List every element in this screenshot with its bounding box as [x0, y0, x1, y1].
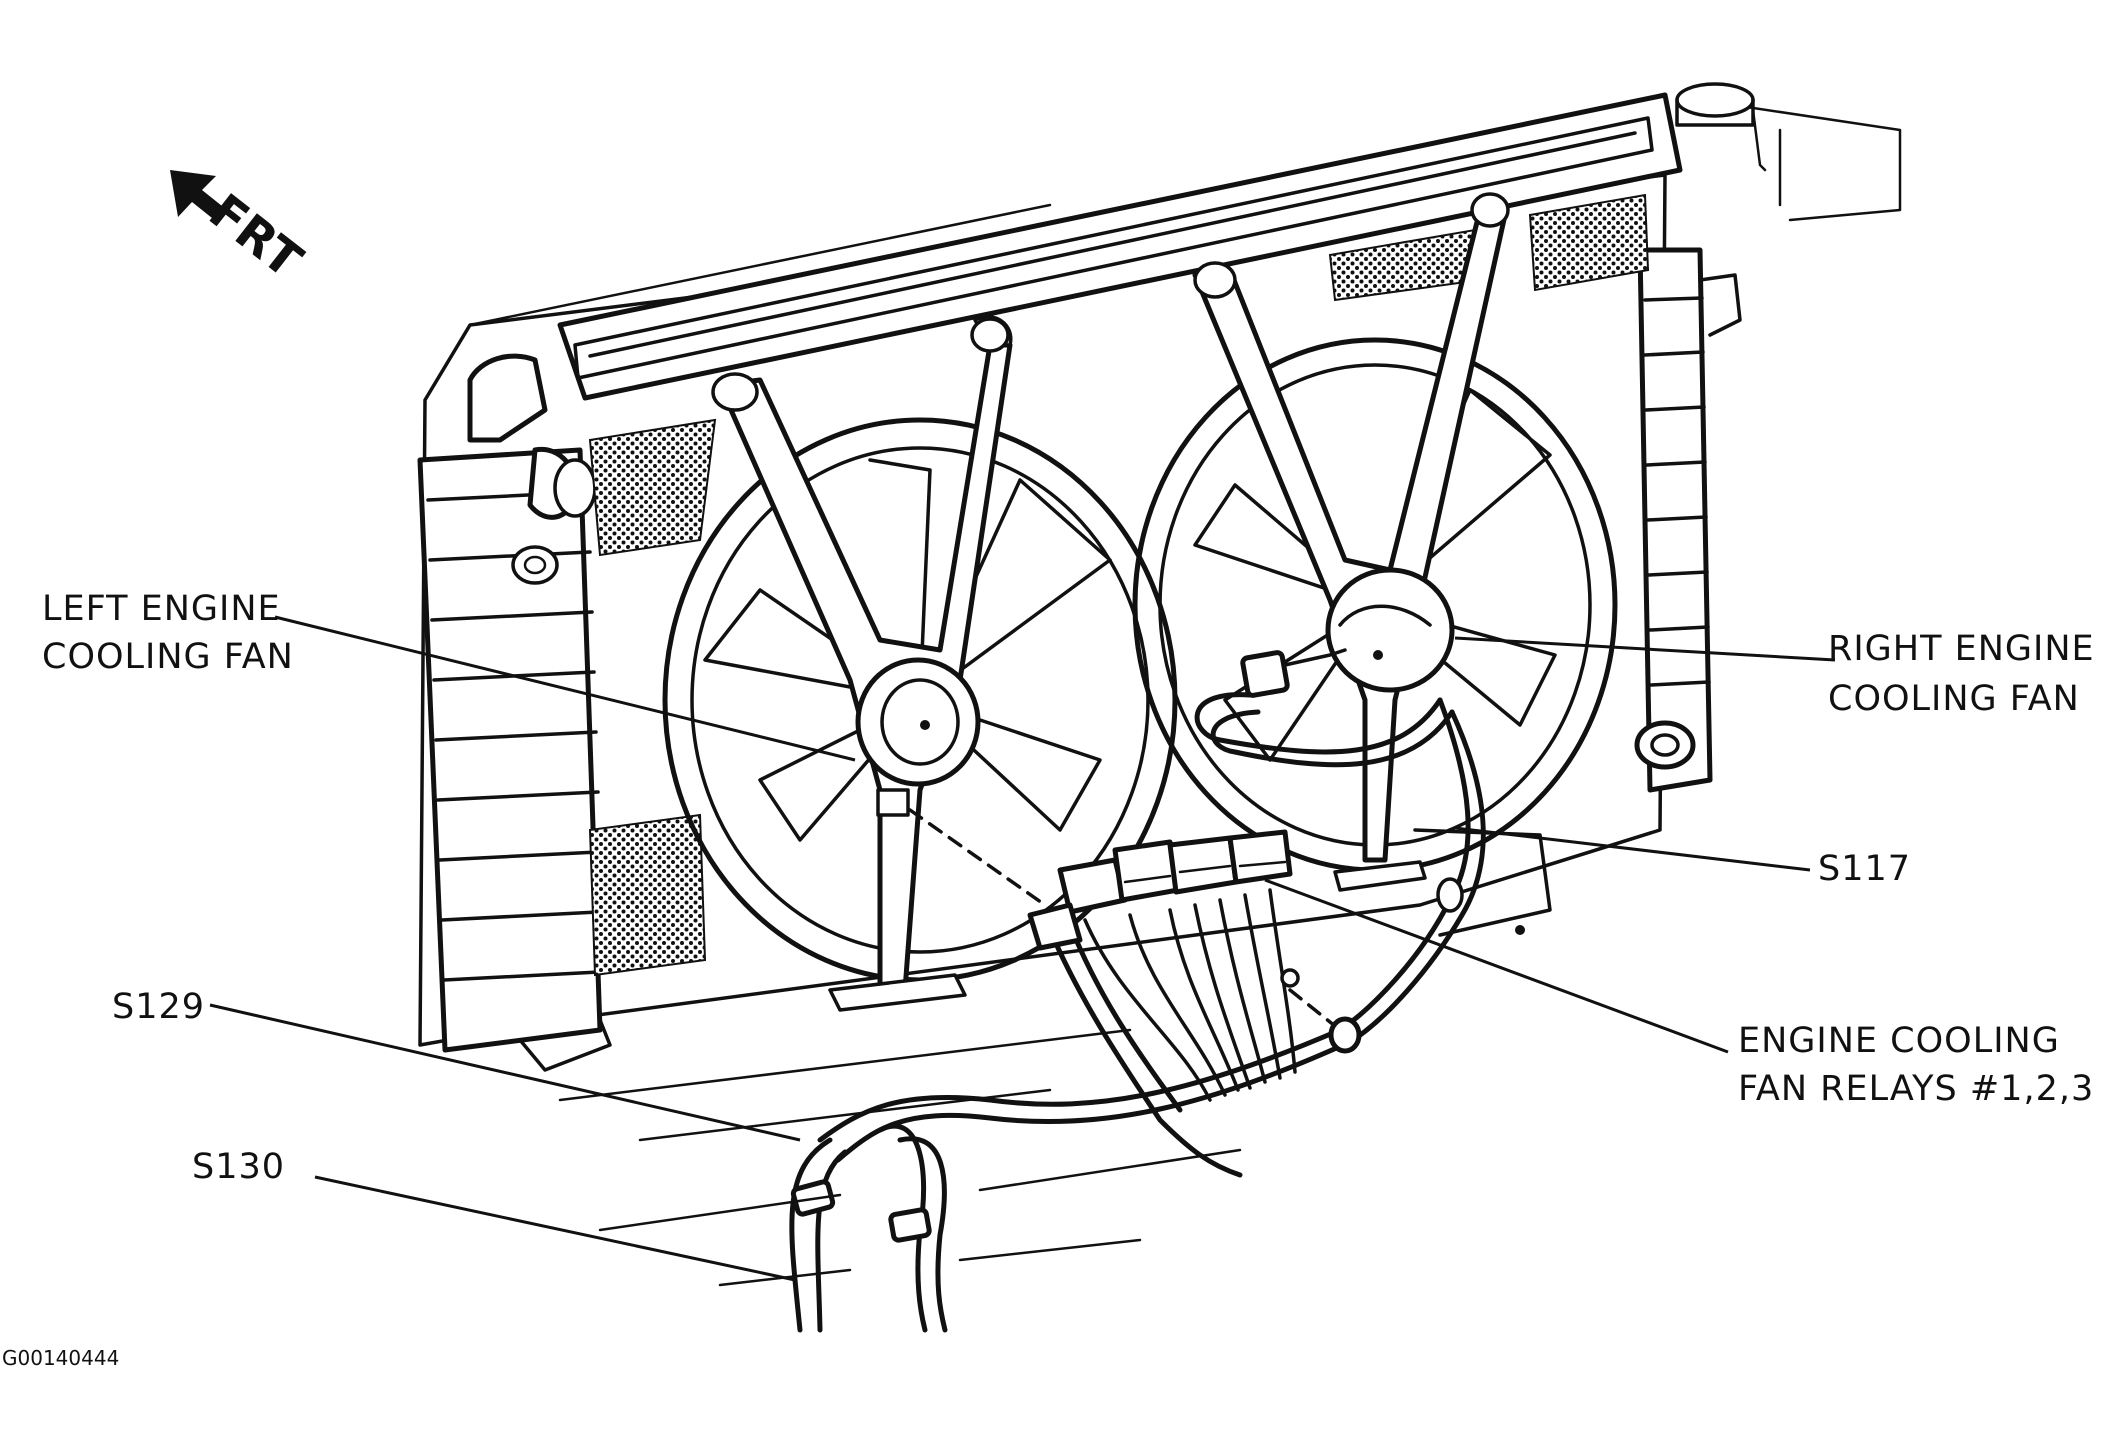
wiring-harness	[789, 692, 1486, 1333]
right-fan-label-line1: RIGHT ENGINE	[1828, 629, 2095, 669]
s129-label: S129	[112, 987, 205, 1027]
radiator	[417, 82, 1902, 1072]
relays-label-line2: FAN RELAYS #1,2,3	[1738, 1069, 2094, 1109]
s117-label: S117	[1818, 849, 1911, 889]
vehicle-crossmember	[558, 828, 1552, 1287]
orientation-label: FRT	[199, 183, 313, 289]
callout-leaders	[209, 615, 1836, 1282]
front-arrow-icon	[170, 170, 222, 218]
left-fan-label-line2: COOLING FAN	[42, 637, 294, 677]
right-engine-cooling-fan	[1132, 192, 1618, 892]
relays-label-line1: ENGINE COOLING	[1738, 1021, 2060, 1061]
s130-label: S130	[192, 1147, 285, 1187]
left-fan-label-line1: LEFT ENGINE	[42, 589, 281, 629]
figure-id: G00140444	[2, 1346, 119, 1370]
right-fan-label-line2: COOLING FAN	[1828, 679, 2080, 719]
left-engine-cooling-fan	[662, 315, 1178, 1012]
